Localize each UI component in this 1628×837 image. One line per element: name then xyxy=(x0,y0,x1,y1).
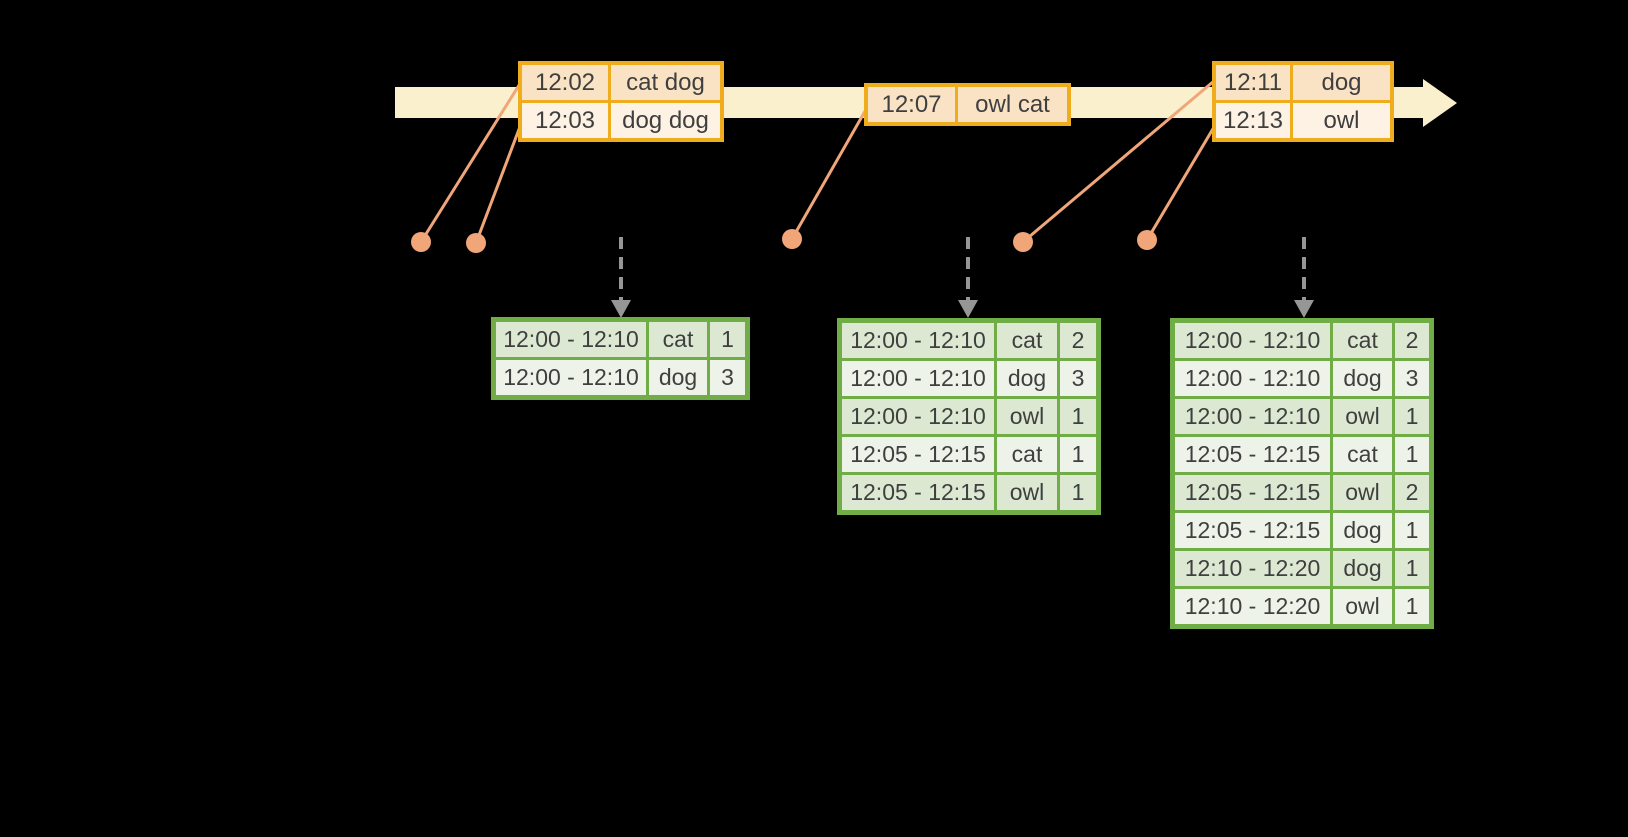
result-table-3: 12:00 - 12:10 cat 2 12:00 - 12:10 dog 3 … xyxy=(1170,318,1434,629)
window-cell: 12:05 - 12:15 xyxy=(842,475,994,510)
count-cell: 3 xyxy=(1395,361,1429,396)
event-connector-line xyxy=(474,123,523,244)
count-cell: 1 xyxy=(710,322,745,357)
event-time-cell: 12:03 xyxy=(522,103,608,138)
event-connector-line xyxy=(790,105,870,240)
count-cell: 1 xyxy=(1060,399,1096,434)
event-words-cell: owl xyxy=(1293,103,1390,138)
event-time-cell: 12:07 xyxy=(868,87,955,122)
event-time-cell: 12:13 xyxy=(1216,103,1290,138)
event-dot xyxy=(1013,232,1033,252)
word-cell: cat xyxy=(1333,323,1392,358)
count-cell: 1 xyxy=(1395,551,1429,586)
event-dot xyxy=(466,233,486,253)
window-cell: 12:00 - 12:10 xyxy=(1175,323,1330,358)
window-cell: 12:00 - 12:10 xyxy=(842,323,994,358)
event-table-1: 12:02 cat dog 12:03 dog dog xyxy=(518,61,724,142)
window-cell: 12:05 - 12:15 xyxy=(842,437,994,472)
count-cell: 2 xyxy=(1395,475,1429,510)
window-cell: 12:05 - 12:15 xyxy=(1175,475,1330,510)
result-table-1: 12:00 - 12:10 cat 1 12:00 - 12:10 dog 3 xyxy=(491,317,750,400)
timeline-arrowhead xyxy=(1423,79,1457,127)
event-table-2: 12:07 owl cat xyxy=(864,83,1071,126)
window-cell: 12:10 - 12:20 xyxy=(1175,589,1330,624)
event-time-cell: 12:11 xyxy=(1216,65,1290,100)
window-cell: 12:10 - 12:20 xyxy=(1175,551,1330,586)
event-connector-line xyxy=(1022,79,1215,244)
word-cell: cat xyxy=(649,322,707,357)
count-cell: 1 xyxy=(1395,589,1429,624)
word-cell: owl xyxy=(997,399,1057,434)
word-cell: owl xyxy=(997,475,1057,510)
word-cell: owl xyxy=(1333,475,1392,510)
count-cell: 3 xyxy=(1060,361,1096,396)
event-connector-line xyxy=(1145,121,1219,241)
event-dot xyxy=(782,229,802,249)
result-table-2: 12:00 - 12:10 cat 2 12:00 - 12:10 dog 3 … xyxy=(837,318,1101,515)
trigger-arrowhead-icon xyxy=(958,300,978,318)
trigger-arrowhead-icon xyxy=(611,300,631,318)
word-cell: cat xyxy=(1333,437,1392,472)
word-cell: dog xyxy=(1333,513,1392,548)
event-connector-line xyxy=(419,81,523,243)
event-dot xyxy=(411,232,431,252)
window-cell: 12:00 - 12:10 xyxy=(842,361,994,396)
word-cell: dog xyxy=(1333,551,1392,586)
event-words-cell: dog xyxy=(1293,65,1390,100)
window-cell: 12:00 - 12:10 xyxy=(1175,361,1330,396)
window-cell: 12:00 - 12:10 xyxy=(496,360,646,395)
event-words-cell: cat dog xyxy=(611,65,720,100)
count-cell: 2 xyxy=(1060,323,1096,358)
window-cell: 12:05 - 12:15 xyxy=(1175,513,1330,548)
window-cell: 12:00 - 12:10 xyxy=(496,322,646,357)
word-cell: owl xyxy=(1333,589,1392,624)
count-cell: 1 xyxy=(1060,437,1096,472)
word-cell: cat xyxy=(997,437,1057,472)
event-words-cell: dog dog xyxy=(611,103,720,138)
word-cell: dog xyxy=(1333,361,1392,396)
window-cell: 12:05 - 12:15 xyxy=(1175,437,1330,472)
window-cell: 12:00 - 12:10 xyxy=(1175,399,1330,434)
count-cell: 1 xyxy=(1395,399,1429,434)
word-cell: dog xyxy=(997,361,1057,396)
word-cell: dog xyxy=(649,360,707,395)
trigger-arrowhead-icon xyxy=(1294,300,1314,318)
event-dot xyxy=(1137,230,1157,250)
event-table-3: 12:11 dog 12:13 owl xyxy=(1212,61,1394,142)
count-cell: 1 xyxy=(1060,475,1096,510)
count-cell: 1 xyxy=(1395,513,1429,548)
word-cell: cat xyxy=(997,323,1057,358)
event-words-cell: owl cat xyxy=(958,87,1067,122)
window-cell: 12:00 - 12:10 xyxy=(842,399,994,434)
word-cell: owl xyxy=(1333,399,1392,434)
event-time-cell: 12:02 xyxy=(522,65,608,100)
count-cell: 3 xyxy=(710,360,745,395)
count-cell: 1 xyxy=(1395,437,1429,472)
count-cell: 2 xyxy=(1395,323,1429,358)
